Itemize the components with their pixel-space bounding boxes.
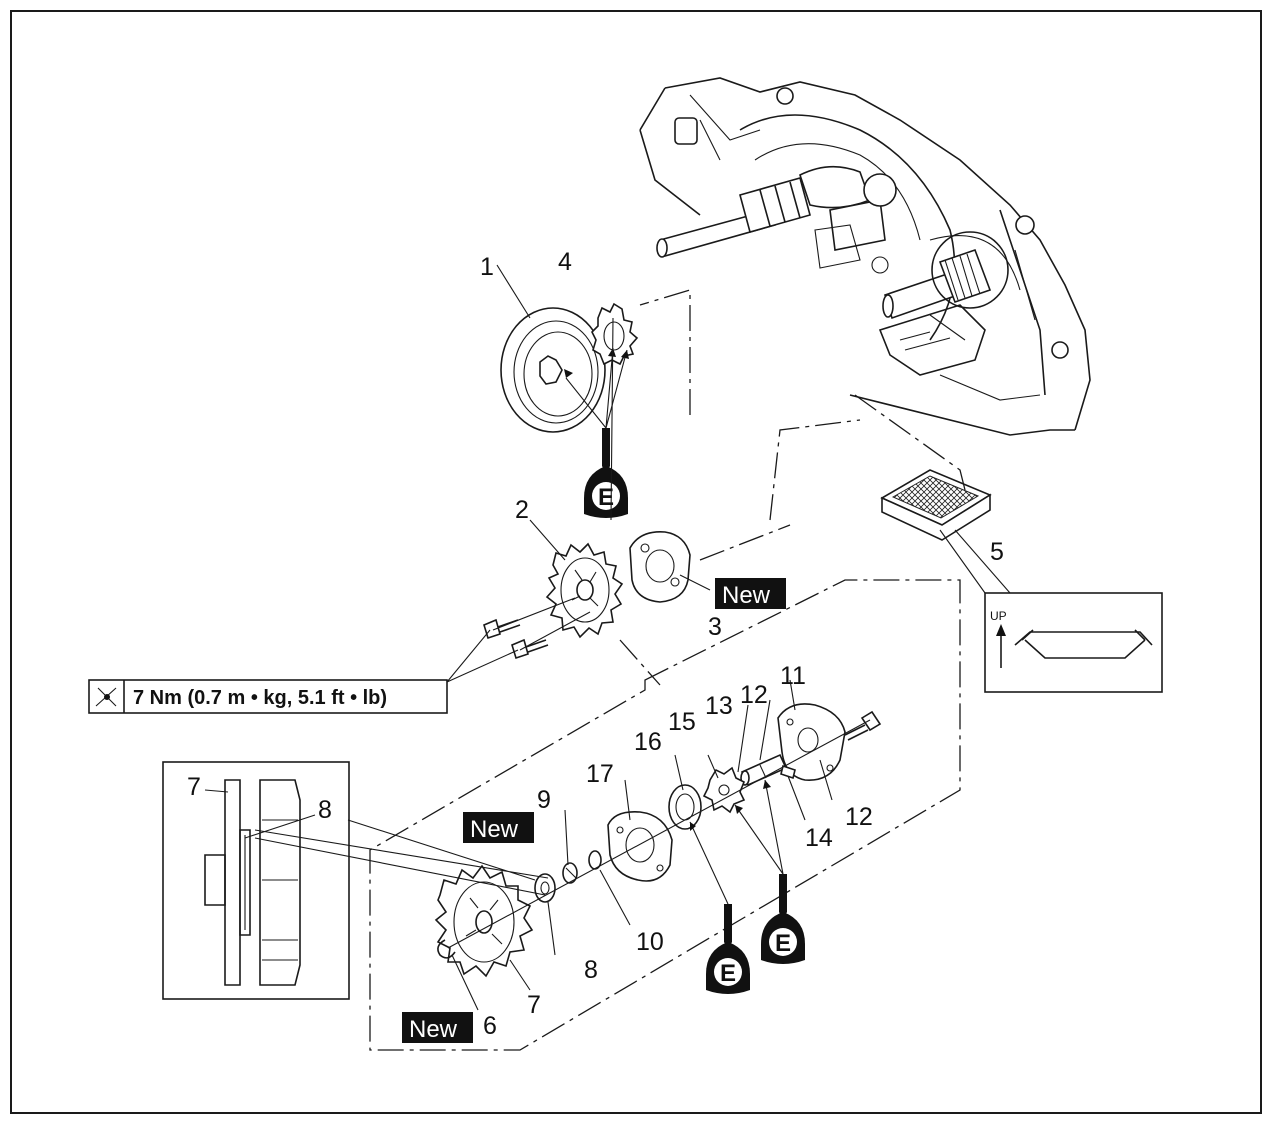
callout-4: 4	[558, 248, 572, 276]
callout-16: 16	[634, 728, 662, 756]
part-13-pump-shaft	[740, 753, 788, 787]
part-4-drive-gear	[591, 302, 639, 366]
engine-oil-icon: E	[584, 428, 628, 518]
torque-wrench-icon	[95, 687, 117, 707]
diagram-frame	[10, 10, 1262, 1114]
part-3-gasket	[629, 531, 691, 603]
svg-text:New: New	[409, 1016, 458, 1043]
lubricant-symbol: E	[720, 960, 736, 987]
callout-10: 10	[636, 928, 664, 956]
callout-2: 2	[515, 496, 529, 524]
part-9-pin	[562, 862, 578, 884]
callout-9: 9	[537, 786, 551, 814]
torque-spec: 7 Nm (0.7 m • kg, 5.1 ft • lb)	[88, 679, 448, 714]
callout-12-bottom: 12	[845, 803, 873, 831]
torque-value: 7 Nm (0.7 m • kg, 5.1 ft • lb)	[133, 687, 387, 709]
new-badge-6: New	[402, 1012, 473, 1043]
lubricant-symbol: E	[775, 930, 791, 957]
strainer-inset: UP	[984, 592, 1163, 693]
part-14-pin	[780, 764, 796, 780]
housing-bolt	[844, 710, 882, 741]
callout-14: 14	[805, 824, 833, 852]
callout-7: 7	[527, 991, 541, 1019]
callout-8: 8	[584, 956, 598, 984]
part-2-sprocket	[545, 542, 624, 639]
engine-oil-icon: E	[706, 904, 750, 994]
svg-text:New: New	[470, 816, 519, 843]
part-17-pump-body	[607, 810, 673, 882]
callout-11: 11	[780, 662, 806, 690]
part-5-oil-strainer	[880, 469, 992, 541]
part-15-inner-rotor	[702, 766, 746, 814]
engine-oil-icon: E	[761, 874, 805, 964]
cross-section-inset	[162, 761, 350, 1000]
callout-13: 13	[705, 692, 733, 720]
sprocket-screws	[483, 618, 549, 660]
new-badge-3: New	[715, 578, 786, 609]
callout-3: 3	[708, 613, 722, 641]
part-6-circlip	[437, 939, 456, 959]
engine-crankcase	[639, 77, 1091, 436]
part-16-outer-rotor	[668, 784, 702, 830]
callout-5: 5	[990, 538, 1004, 566]
part-8-washer	[534, 873, 556, 903]
pump-assembly-outline	[369, 579, 961, 1051]
lubricant-symbol: E	[598, 484, 614, 511]
inset-callout-7: 7	[187, 773, 201, 801]
up-label: UP	[990, 609, 1007, 623]
svg-text:New: New	[722, 582, 771, 609]
new-badge-9: New	[463, 812, 534, 843]
callout-12-top: 12	[740, 681, 768, 709]
inset-callout-8: 8	[318, 796, 332, 824]
callout-6: 6	[483, 1012, 497, 1040]
callout-17: 17	[586, 760, 614, 788]
part-1-rotor	[500, 307, 606, 433]
up-arrow-icon	[996, 624, 1006, 636]
callout-15: 15	[668, 708, 696, 736]
callout-1: 1	[480, 253, 494, 281]
part-7-pump-sprocket	[434, 864, 534, 978]
